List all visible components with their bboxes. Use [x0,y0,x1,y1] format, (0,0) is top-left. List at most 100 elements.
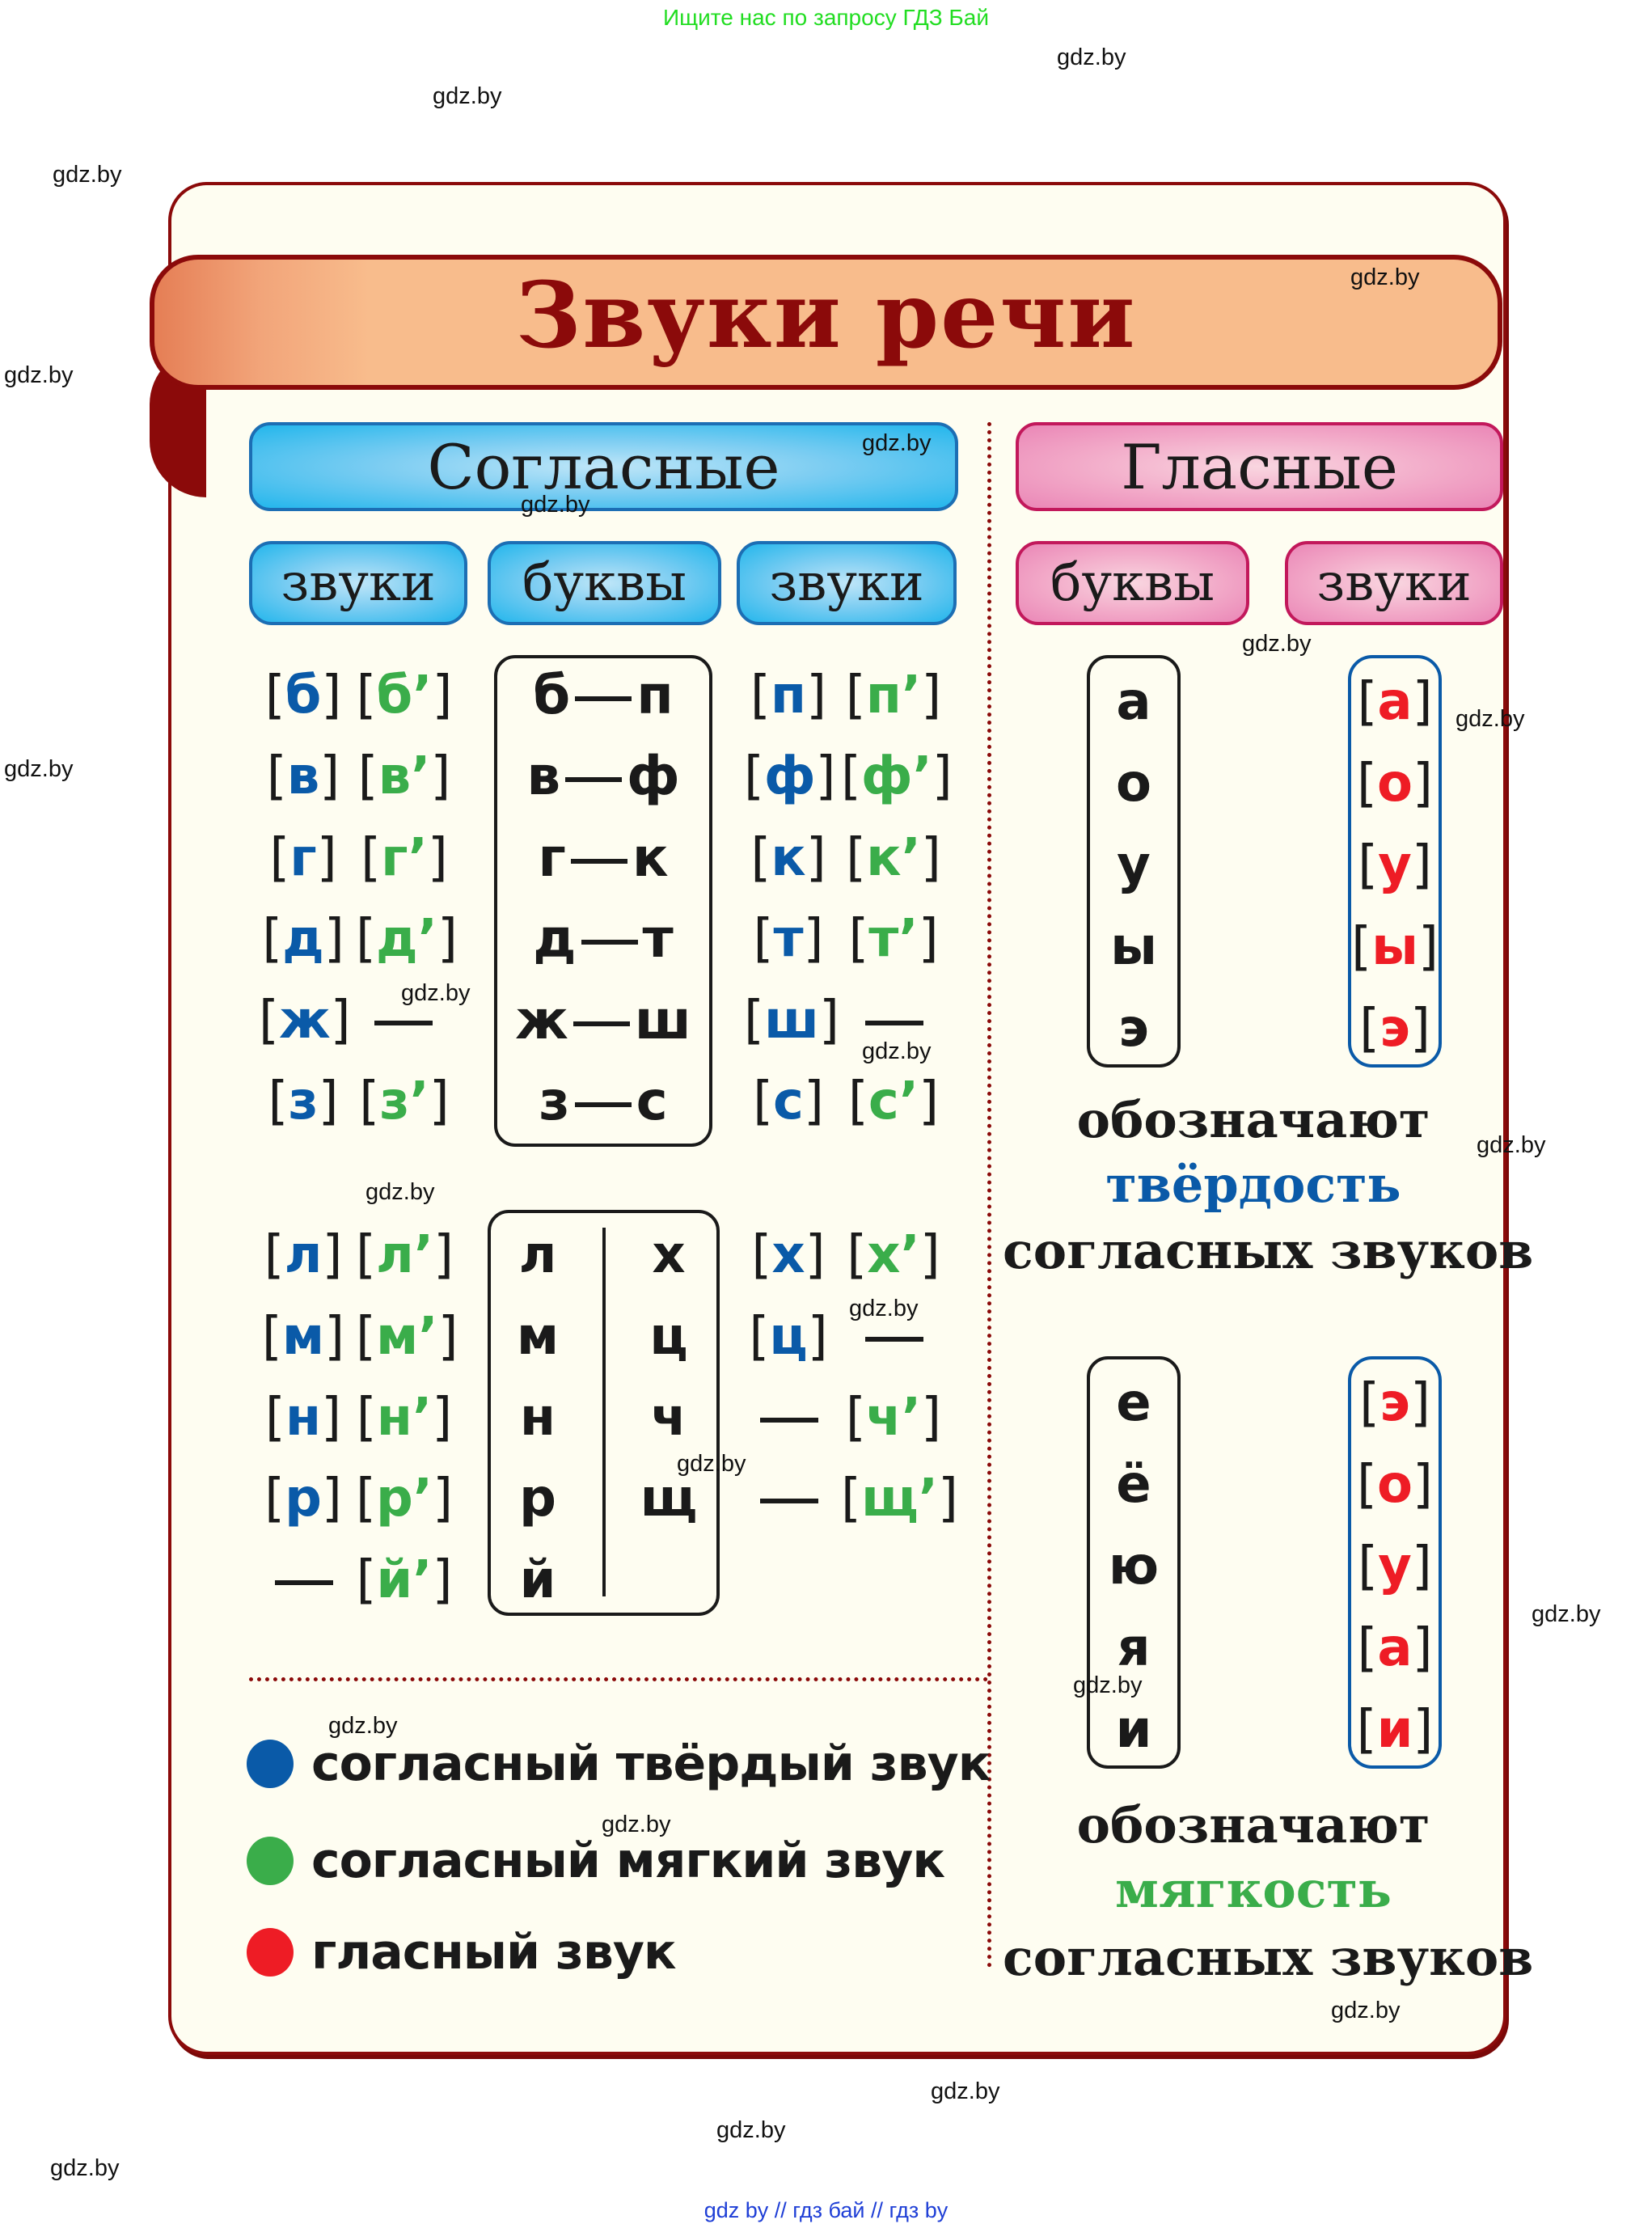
soft-sound: л’ [375,1225,434,1285]
legend-label: согласный твёрдый звук [311,1736,991,1792]
col-header-label: звуки [281,553,436,613]
paired-letters-box [494,655,712,1147]
soft-sound: н’ [376,1388,433,1448]
unpaired-letters-box [488,1210,720,1616]
watermark: gdz.by [716,2117,786,2143]
voiceless-letter: к [632,827,669,889]
soft-vowel-letters-box [1087,1356,1181,1769]
soft-sound: к’ [866,828,921,888]
vowel-letter: ю [1108,1537,1160,1596]
hard-sound: л [284,1225,323,1285]
watermark: gdz.by [1331,1998,1401,2023]
hard-sound: м [281,1307,325,1367]
watermark: gdz.by [401,980,471,1006]
unpaired-letter: ч [651,1388,687,1448]
soft-sound: х’ [867,1225,920,1285]
unpaired-letter: щ [640,1469,698,1528]
caption-hardness: твёрдость [1105,1155,1401,1214]
legend-label: гласный звук [311,1924,677,1981]
hard-sound: б [285,666,322,725]
watermark: gdz.by [328,1713,398,1739]
vowel-letter: у [1117,835,1151,895]
vowel-letter: е [1116,1373,1151,1433]
vowel-sound: а [1377,672,1413,732]
legend-label: согласный мягкий звук [311,1833,945,1889]
watermark: gdz.by [433,83,502,109]
unpaired-letter: х [652,1225,686,1285]
col-header-label: звуки [769,553,924,613]
unpaired-letters-separator [602,1228,606,1596]
watermark: gdz.by [1456,706,1525,732]
page-title: Звуки речи [515,263,1137,369]
blue-dot-icon [247,1740,294,1788]
watermark: gdz.by [53,162,122,188]
vowels-header-label: Гласные [1121,430,1398,503]
column-divider [987,422,991,1968]
legend-item-vowel: гласный звук [247,1920,677,1985]
soft-sound: в’ [378,746,431,806]
vowel-sound: э [1379,1373,1410,1433]
caption-object: согласных звуков [1003,1928,1534,1987]
voiced-letter: д [533,907,577,970]
col-header-label: буквы [522,553,687,613]
soft-sound: р’ [375,1469,433,1528]
voiceless-letter: ш [634,989,691,1051]
site-search-note: Ищите нас по запросу ГДЗ Бай [662,5,990,30]
hard-sound: п [770,666,807,725]
voiced-letter: з [539,1070,570,1132]
vowel-sound: о [1377,754,1413,814]
vowel-letter: о [1116,754,1151,814]
hard-sound: с [773,1072,804,1131]
watermark: gdz.by [862,1038,932,1064]
watermark: gdz.by [862,430,932,456]
vowels-header: Гласные [1016,422,1503,511]
consonants-header-label: Согласные [427,430,780,503]
hard-sound: ш [763,991,819,1051]
voiceless-letter: ф [627,745,680,807]
hard-sound: х [771,1225,805,1285]
hard-sound: н [285,1388,322,1448]
watermark: gdz.by [677,1451,746,1477]
no-hard-sound-dash [760,1499,818,1503]
vowel-letter: э [1118,999,1149,1059]
hard-sound: в [286,746,320,806]
consonants-header: Согласные [249,422,958,511]
site-footer-links[interactable]: gdz by // гдз бай // гдз by [703,2198,949,2222]
vowel-sound: ы [1371,917,1418,977]
sonorant-letter: м [516,1307,560,1367]
caption-verb: обозначают [1076,1795,1430,1854]
voiced-letter: в [526,745,561,807]
hard-sound: к [771,828,806,888]
vowel-sound: о [1377,1455,1413,1515]
voiced-letter: ж [515,989,568,1051]
sonorant-letter: л [518,1225,557,1285]
hard-sound: ж [278,991,331,1051]
vowels-col-sounds: звуки [1285,541,1503,625]
hard-sound: ф [763,746,816,806]
voiced-letter: г [538,827,566,889]
watermark: gdz.by [602,1812,671,1837]
vowel-sound: и [1376,1700,1413,1760]
soft-sound: п’ [865,666,922,725]
vowel-letter: и [1115,1700,1152,1760]
vowel-sound: а [1377,1618,1413,1678]
vowel-sound: у [1378,835,1412,895]
watermark: gdz.by [931,2078,1000,2104]
soft-sound: й’ [376,1550,433,1610]
voiceless-letter: т [642,907,674,970]
watermark: gdz.by [1477,1132,1546,1158]
hard-vowel-letters-box [1087,655,1181,1068]
consonants-col-sounds-right: звуки [737,541,957,625]
watermark: gdz.by [1532,1601,1601,1627]
watermark: gdz.by [1242,631,1312,657]
unpaired-letter: ц [649,1307,688,1367]
soft-sound: д’ [375,909,437,969]
soft-sound: б’ [376,666,433,725]
voiceless-letter: с [636,1070,668,1132]
legend-divider [249,1677,988,1681]
vowels-col-letters: буквы [1016,541,1249,625]
vowel-sound: э [1379,999,1410,1059]
soft-vowel-sounds-box [1348,1356,1442,1769]
vowel-letter: ё [1116,1455,1151,1515]
soft-sound: м’ [375,1307,438,1367]
